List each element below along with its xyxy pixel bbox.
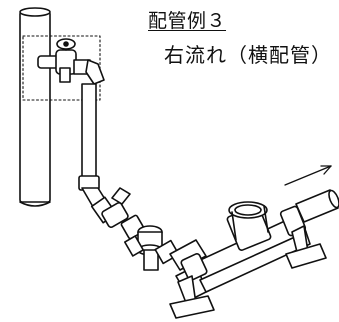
vertical-pipe [78, 83, 100, 191]
mounting-bracket-right [285, 225, 327, 269]
pressure-regulator [124, 225, 180, 271]
water-meter [226, 201, 272, 251]
support-pole [19, 7, 51, 207]
mounting-bracket-left [169, 275, 215, 319]
upper-pipe [73, 59, 105, 85]
flow-arrow-icon [284, 165, 332, 186]
diagram-title: 配管例３ [148, 10, 227, 32]
diagram-subtitle: 右流れ（横配管） [164, 43, 332, 67]
outlet-pipe [279, 189, 339, 237]
